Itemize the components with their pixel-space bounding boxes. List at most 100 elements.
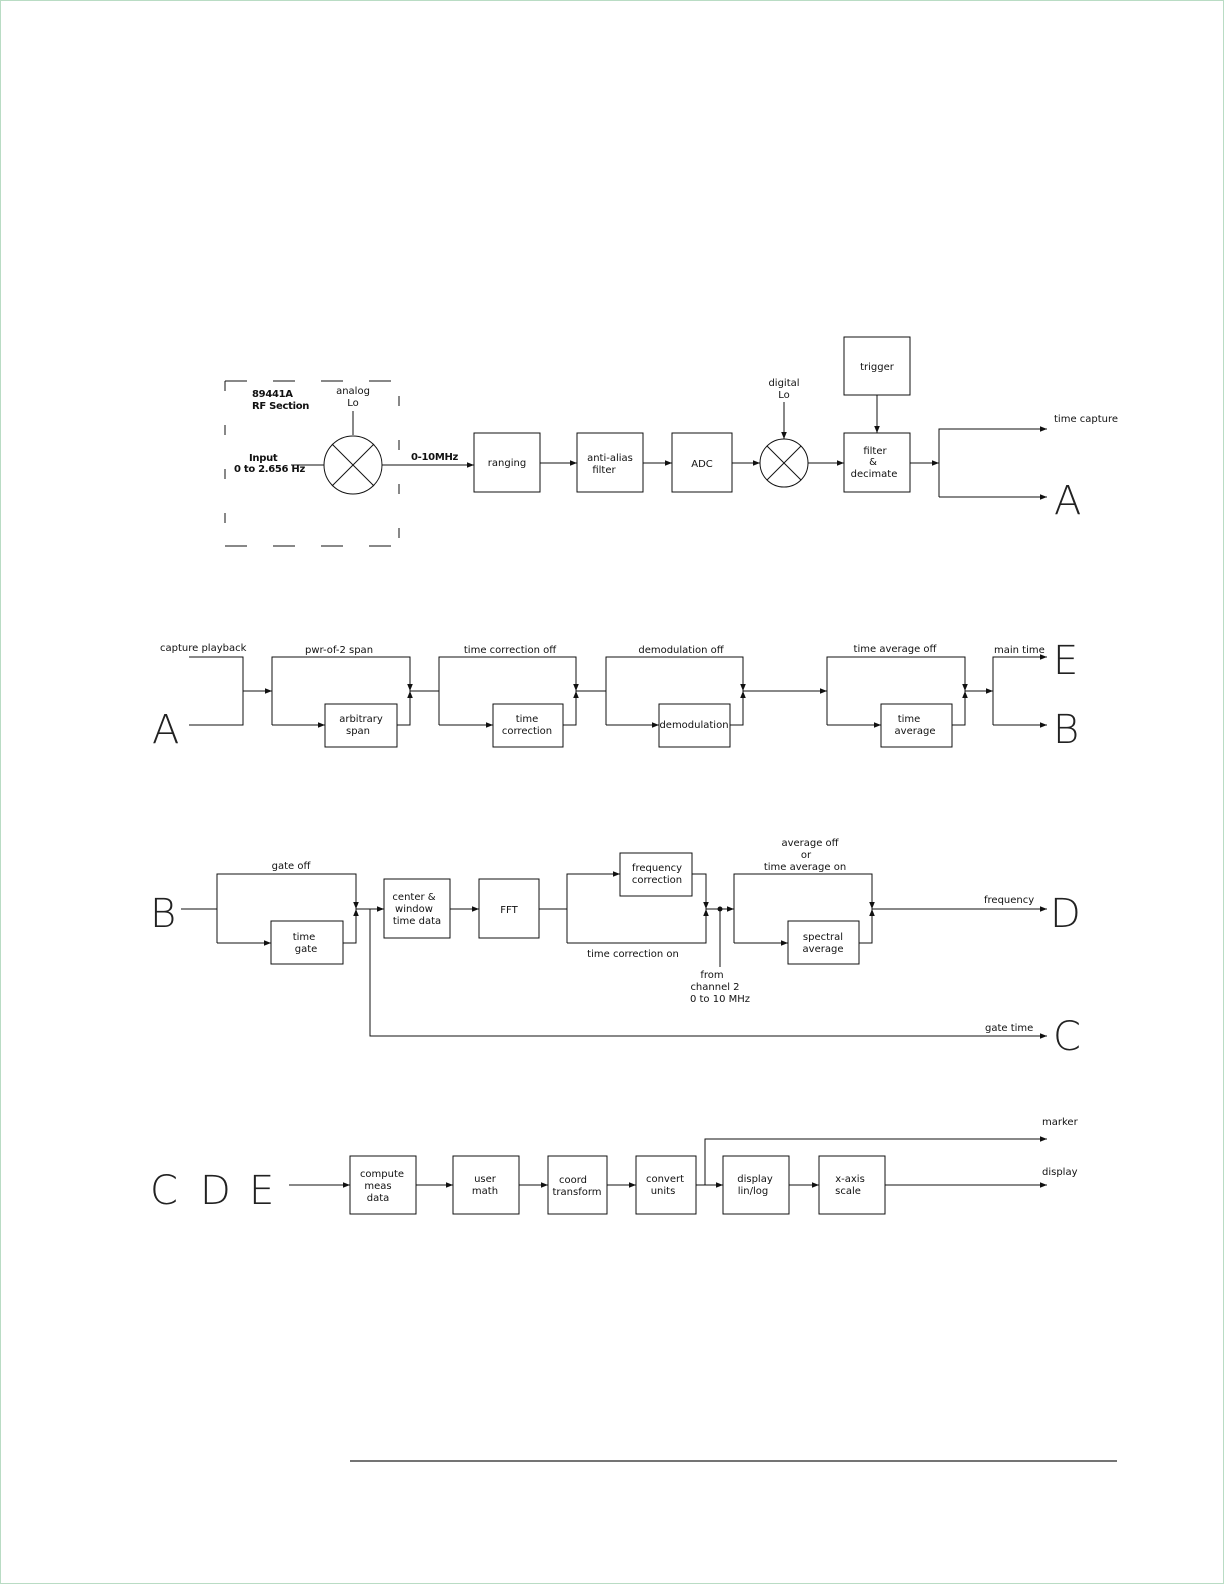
rf-section-model: 89441A (252, 389, 293, 400)
connector-b-in: B (150, 891, 176, 937)
demodulation-label: demodulation (659, 720, 728, 731)
spectral-average-label-2: average (803, 944, 844, 955)
user-math-label-1: user (474, 1174, 497, 1185)
average-off-label-2: or (801, 850, 812, 861)
connector-a-in: A (152, 707, 179, 753)
rf-section-name: RF Section (252, 401, 309, 412)
time-average-label-2: average (895, 726, 936, 737)
convert-units-block (635, 1155, 697, 1215)
time-capture-label: time capture (1054, 414, 1118, 425)
x-axis-scale-block (818, 1155, 886, 1215)
user-math-label-2: math (472, 1186, 498, 1197)
row-3-chain: B gate off time gate center & window tim… (150, 838, 1081, 1060)
average-off-label-1: average off (781, 838, 839, 849)
arbitrary-span-label-1: arbitrary (339, 714, 383, 725)
spectral-average-block (787, 920, 860, 965)
average-off-label-3: time average on (764, 862, 846, 873)
center-window-block (383, 878, 451, 939)
frequency-correction-label-2: correction (632, 875, 682, 886)
filter-decimate-block (843, 432, 911, 493)
ranging-label: ranging (488, 458, 526, 469)
main-time-label: main time (994, 645, 1045, 656)
compute-meas-block (349, 1155, 417, 1215)
display-lin-log-block (722, 1155, 790, 1215)
time-correction-on-path (567, 909, 709, 944)
marker-out-line (704, 1136, 1047, 1185)
connector-d-in: D (200, 1168, 231, 1214)
display-label: display (1042, 1167, 1078, 1178)
center-window-label-1: center & (392, 892, 435, 903)
coord-transform-label-2: transform (552, 1187, 601, 1198)
pwr-of-2-bypass (271, 656, 413, 725)
gate-time-line (369, 909, 1047, 1039)
arbitrary-span-label-2: span (346, 726, 370, 737)
filter-decimate-label-2: & (869, 457, 877, 468)
frequency-label: frequency (984, 895, 1034, 906)
freq-correction-path (566, 871, 620, 943)
connector-e-in: E (249, 1168, 274, 1214)
gate-time-label: gate time (985, 1023, 1033, 1034)
convert-units-label-2: units (651, 1186, 676, 1197)
pwr-of-2-label: pwr-of-2 span (305, 645, 373, 656)
compute-meas-label-1: compute (360, 1169, 404, 1180)
filter-decimate-label-3: decimate (851, 469, 898, 480)
time-average-block (880, 703, 953, 748)
marker-label: marker (1042, 1117, 1079, 1128)
time-capture-line (938, 426, 1047, 497)
anti-alias-label-2: filter (592, 465, 616, 476)
center-window-label-2: window (395, 904, 433, 915)
time-average-label-1: time (898, 714, 921, 725)
digital-mixer (759, 438, 809, 488)
digital-lo-label-2: Lo (778, 390, 790, 401)
compute-meas-label-2: meas (364, 1181, 391, 1192)
trigger-label: trigger (860, 362, 895, 373)
average-off-bypass (733, 873, 875, 943)
connector-d-out: D (1050, 891, 1081, 937)
gate-off-bypass (216, 873, 359, 943)
connector-a-out: A (1054, 478, 1081, 524)
analog-mixer (323, 435, 383, 495)
coord-transform-label-1: coord (559, 1175, 587, 1186)
connector-b-out: B (1053, 707, 1079, 753)
if-band-label: 0-10MHz (411, 452, 459, 463)
digital-lo-label-1: digital (768, 378, 799, 389)
frequency-correction-label-1: frequency (632, 863, 682, 874)
x-axis-scale-label-2: scale (835, 1186, 861, 1197)
demodulation-block (658, 703, 731, 748)
time-correction-label-1: time (516, 714, 539, 725)
spectral-average-label-1: spectral (803, 932, 843, 943)
display-lin-log-label-1: display (737, 1174, 773, 1185)
capture-playback-label: capture playback (160, 643, 247, 654)
rf-section: 89441A RF Section Input 0 to 2.656 Hz an… (224, 380, 474, 547)
adc-label: ADC (691, 459, 713, 470)
row-1-chain: ranging anti-alias filter ADC digital Lo… (473, 336, 1118, 524)
time-average-off-label: time average off (854, 644, 938, 655)
from-channel-2-label-1: from (700, 970, 723, 981)
time-correction-label-2: correction (502, 726, 552, 737)
demodulation-off-label: demodulation off (638, 645, 724, 656)
anti-alias-block (576, 432, 644, 493)
main-time-line (992, 654, 1047, 725)
compute-meas-label-3: data (367, 1193, 390, 1204)
x-axis-scale-label-1: x-axis (835, 1174, 865, 1185)
from-channel-2-label-2: channel 2 (690, 982, 739, 993)
analog-lo-label-1: analog (336, 386, 370, 397)
time-correction-off-label: time correction off (464, 645, 557, 656)
anti-alias-label-1: anti-alias (587, 453, 633, 464)
time-gate-label-1: time (293, 932, 316, 943)
display-lin-log-label-2: lin/log (738, 1186, 769, 1197)
trigger-block (843, 336, 911, 396)
from-channel-2-label-3: 0 to 10 MHz (690, 994, 750, 1005)
connector-e-out: E (1053, 638, 1078, 684)
connector-c-in: C (150, 1168, 178, 1214)
time-gate-block (270, 920, 344, 965)
time-correction-on-label: time correction on (587, 949, 679, 960)
time-correction-block (492, 703, 564, 748)
gate-off-label: gate off (272, 861, 312, 872)
fft-label: FFT (500, 905, 518, 916)
user-math-block (452, 1155, 520, 1215)
connector-c-out: C (1053, 1014, 1081, 1060)
input-label: Input (249, 453, 278, 464)
